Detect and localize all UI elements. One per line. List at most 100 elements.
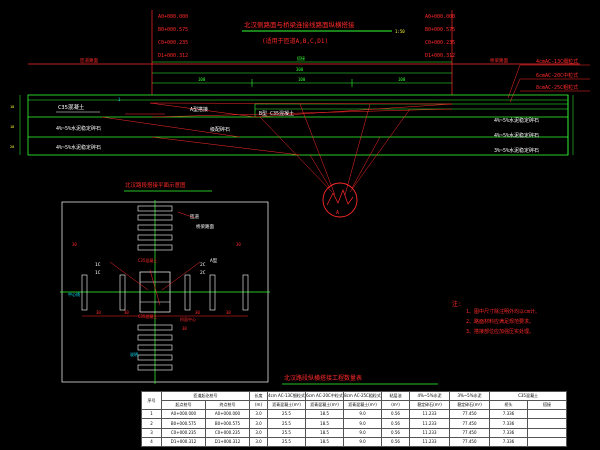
detail-break-line <box>326 188 354 206</box>
table-cell: 11.233 <box>409 418 450 429</box>
table-cell: 11.233 <box>409 427 450 438</box>
plan-dim-bottom-1: 30 <box>96 310 101 315</box>
station-right-2: B0+000.575 <box>425 27 455 33</box>
table-cell: 25.5 <box>267 436 306 448</box>
table-cell: 0.56 <box>381 436 410 448</box>
table-cell: A0+000.000 <box>161 409 206 420</box>
table-cell: 2 <box>141 418 162 429</box>
leader-to-detail-3 <box>259 116 333 193</box>
plan-label-right-top: A型 <box>210 257 218 264</box>
table-cell: D1+000.312 <box>161 436 206 448</box>
drawing-subtitle: (适用于匝道A,B,C,D1) <box>262 37 328 45</box>
table-cell: 11.233 <box>409 436 450 448</box>
plan-label-lw2: 1C <box>95 270 101 276</box>
plan-bar-left-2 <box>119 274 126 311</box>
table-row: 2 B0+000.575 B0+000.575 3.0 25.5 18.5 9.… <box>141 418 568 429</box>
table-cell: 3.0 <box>249 409 268 420</box>
th-unit-4: (m²) <box>381 400 410 411</box>
plan-leader-2 <box>161 261 201 291</box>
plan-block-2 <box>137 214 173 221</box>
th-unit-3: 沥青混凝土(m²) <box>343 400 382 411</box>
plan-bar-right-3 <box>242 274 249 311</box>
dim-seg-mid: 100 <box>298 77 306 82</box>
table-cell <box>526 409 568 420</box>
station-right-3: C0+000.235 <box>425 40 455 46</box>
plan-dim-bottom-3: 30 <box>195 310 200 315</box>
row-right-1: 4%~5%水泥稳定碎石 <box>494 117 539 124</box>
leader-to-detail-6 <box>351 136 381 189</box>
label-mid-cut: B型 C35混凝土 <box>259 110 294 117</box>
table-cell: 7.336 <box>489 427 528 438</box>
station-left-4: D1+000.312 <box>158 53 188 59</box>
note-item-2: 2、路面材料应满足规范要求。 <box>466 318 534 325</box>
plan-block-5 <box>137 244 173 251</box>
dim-total: 300 <box>296 67 304 72</box>
plan-dim-bottom-4: 30 <box>226 310 231 315</box>
table-cell: B0+000.575 <box>161 418 206 429</box>
left-thickness-2: 18 <box>10 125 14 129</box>
th-unit-m: (m) <box>249 400 268 411</box>
plan-bot-note: 说明 <box>130 351 138 357</box>
pavement-section <box>27 94 569 196</box>
plan-center-box <box>139 271 171 313</box>
wedge-line-4 <box>151 108 453 118</box>
leader-to-detail-1 <box>299 103 336 196</box>
th-ac25: 8cm AC-25C粗粒式 <box>343 390 382 402</box>
leader-to-detail-4 <box>349 108 411 193</box>
table-cell: 77.450 <box>449 436 490 448</box>
detail-tag: A <box>336 210 339 216</box>
title-suffix: 1:50 <box>395 29 405 34</box>
note-item-3: 3、搭接部位应加强压实处理。 <box>466 328 534 335</box>
table-cell: 25.5 <box>267 409 306 420</box>
th-station-range: 匝道起讫桩号 <box>161 390 250 402</box>
notes-heading: 注: <box>452 300 462 308</box>
plan-label-rbot2: 30 <box>182 326 187 331</box>
station-right-4: D1+000.312 <box>425 53 455 59</box>
table-title: 北汉路段纵横搭接工程数量表 <box>284 374 362 382</box>
table-cell: 3.0 <box>249 436 268 448</box>
plan-frame <box>60 200 270 384</box>
th-unit-2: 沥青混凝土(m²) <box>305 400 344 411</box>
layer-right-3: 8cmAC-25C粗粒式 <box>536 84 578 91</box>
th-unit-1: 沥青混凝土(m²) <box>267 400 306 411</box>
table-cell: 3.0 <box>249 418 268 429</box>
table-cell: 18.5 <box>305 436 344 448</box>
plan-label-tl1: 匝道 <box>190 213 199 220</box>
table-cell: 77.450 <box>449 409 490 420</box>
th-concrete-b: 搭接 <box>526 400 568 411</box>
left-thickness-3: 20 <box>10 145 14 149</box>
wedge-line-3 <box>254 103 453 118</box>
table-cell: A0+000.000 <box>205 409 250 420</box>
plan-block-4 <box>137 234 173 241</box>
table-cell: 18.5 <box>305 427 344 438</box>
table-header-row-2: 起点桩号 终点桩号 (m) 沥青混凝土(m²) 沥青混凝土(m²) 沥青混凝土(… <box>142 400 568 411</box>
th-ac20: 6cm AC-20C中粒式 <box>305 390 344 402</box>
plan-label-left-center: 中心线 <box>68 291 80 297</box>
table-cell: 9.0 <box>343 409 382 420</box>
th-concrete: C35混凝土 <box>488 390 568 402</box>
table-row: 1 A0+000.000 A0+000.000 3.0 25.5 18.5 9.… <box>141 409 568 420</box>
table-cell: 9.0 <box>343 427 382 438</box>
table-cell: 9.0 <box>343 436 382 448</box>
plan-label-l-dim2: 30 <box>236 242 241 247</box>
label-left-road: 匝道路面 <box>80 57 98 64</box>
plan-leader-4 <box>177 211 196 219</box>
table-cell: 7.336 <box>489 418 528 429</box>
table-cell: 3.0 <box>249 427 268 438</box>
layer-leader-diag-1 <box>507 64 521 99</box>
plan-title: 北汉路段搭接平面示意图 <box>125 181 186 189</box>
left-thickness-1: 18 <box>10 105 14 109</box>
label-c35: C35混凝土 <box>58 103 85 111</box>
th-concrete-a: 桥头 <box>489 400 528 411</box>
table-cell: 3 <box>141 427 162 438</box>
plan-leader-3 <box>149 269 161 306</box>
plan-label-l-dim1: 30 <box>72 242 77 247</box>
table-cell <box>526 436 568 448</box>
dim-seg-left: 100 <box>198 77 206 82</box>
table-cell: D1+000.312 <box>205 436 250 448</box>
row-left-1: 4%~5%水泥稳定碎石 <box>56 125 101 132</box>
plan-bar-right-2 <box>209 274 216 311</box>
plan-block-6 <box>137 324 173 331</box>
station-left-group: A0+000.000 B0+000.575 C0+000.235 D1+000.… <box>158 14 188 59</box>
table-header-row-1: 序号 匝道起讫桩号 长度 4cm AC-13C细粒式 6cm AC-20C中粒式… <box>141 390 568 411</box>
